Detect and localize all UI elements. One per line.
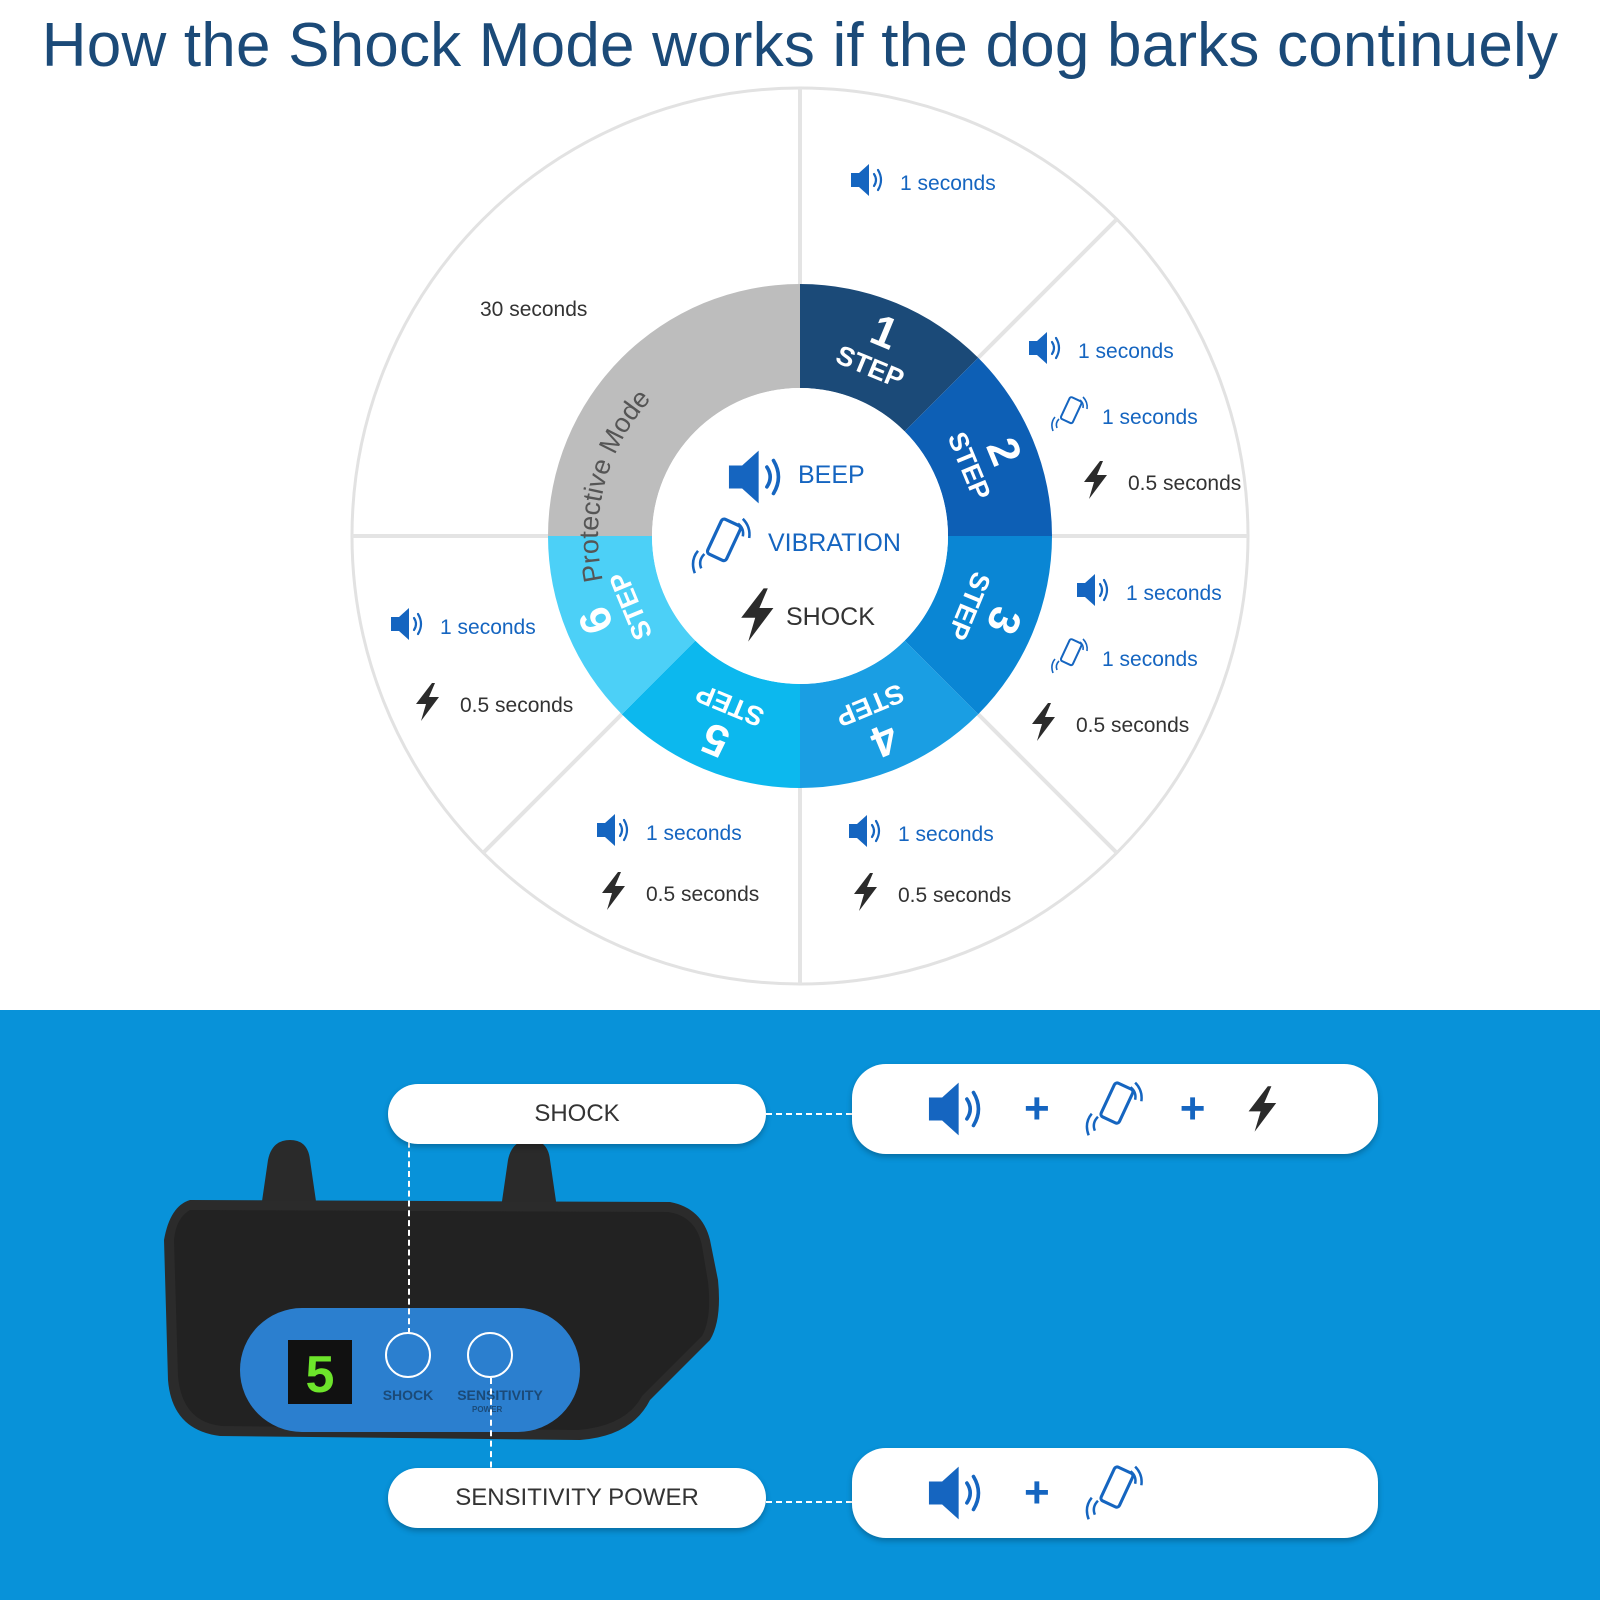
device-shock-label: SHOCK: [383, 1387, 434, 1403]
sensitivity-mode-label: SENSITIVITY POWER: [388, 1468, 766, 1528]
page-title: How the Shock Mode works if the dog bark…: [41, 11, 1559, 80]
speaker-icon: [927, 1464, 981, 1522]
step-6-segment: [548, 536, 696, 715]
step3-detail-text: 1 seconds: [1102, 648, 1198, 671]
step2-detail-text: 0.5 seconds: [1128, 472, 1241, 495]
connector-shock: [766, 1113, 852, 1115]
bottom-panel: 5 SHOCK SENSITIVITY POWER SHOCK + + SENS…: [0, 1010, 1600, 1600]
step6-detail-text: 0.5 seconds: [460, 694, 573, 717]
wheel-center: [652, 388, 948, 684]
step3-detail-text: 0.5 seconds: [1076, 714, 1189, 737]
collar-device: 5 SHOCK SENSITIVITY POWER: [164, 1140, 719, 1440]
step4-detail-text: 0.5 seconds: [898, 884, 1011, 907]
device-power-label: POWER: [472, 1405, 502, 1414]
wheel-inner-ring: 1STEP2STEP3STEP4STEP5STEP6STEPProtective…: [548, 284, 1052, 788]
device-display-digit: 5: [306, 1346, 335, 1404]
connector-sensitivity-vertical: [490, 1378, 492, 1478]
legend-vibration: VIBRATION: [768, 529, 901, 557]
speaker-icon: [927, 1080, 981, 1138]
step-wheel: 1STEP2STEP3STEP4STEP5STEP6STEPProtective…: [350, 86, 1250, 986]
connector-shock-vertical: [408, 1122, 410, 1334]
step-4-segment: [800, 640, 979, 788]
lightning-icon: [1249, 1086, 1277, 1132]
sensitivity-mode-combo: +: [852, 1448, 1378, 1538]
outer-step-details: 1 seconds 1 seconds 1 seconds 0.5 seconds 1 …: [389, 162, 1241, 911]
protective-duration: 30 seconds: [480, 298, 587, 321]
step-5-segment: [621, 640, 800, 788]
divider-line: [976, 712, 1119, 855]
step5-detail-text: 0.5 seconds: [646, 883, 759, 906]
step1-detail-text: 1 seconds: [900, 172, 996, 195]
plus-sign: +: [1179, 1084, 1206, 1133]
connector-sensitivity: [766, 1501, 852, 1503]
protective-mode-segment: [548, 284, 800, 536]
sensitivity-mode-text: SENSITIVITY POWER: [455, 1484, 699, 1511]
step-2-segment: [904, 357, 1052, 536]
divider-line: [481, 712, 624, 855]
step3-detail-text: 1 seconds: [1126, 582, 1222, 605]
step-1-segment: [800, 284, 979, 432]
vibration-icon: [1085, 1080, 1143, 1137]
shock-mode-combo: + +: [852, 1064, 1378, 1154]
step2-detail-text: 1 seconds: [1078, 340, 1174, 363]
step-3-segment: [904, 536, 1052, 715]
step5-detail-text: 1 seconds: [646, 822, 742, 845]
step6-detail-text: 1 seconds: [440, 616, 536, 639]
wheel-dividers: [352, 88, 1248, 984]
vibration-icon: [1085, 1464, 1143, 1521]
plus-sign: +: [1024, 1084, 1050, 1133]
shock-mode-text: SHOCK: [534, 1100, 620, 1127]
divider-line: [976, 217, 1119, 360]
step2-detail-text: 1 seconds: [1102, 406, 1198, 429]
device-display: [288, 1340, 352, 1404]
legend-shock: SHOCK: [786, 603, 875, 631]
shock-mode-label: SHOCK: [388, 1084, 766, 1144]
device-sensitivity-button[interactable]: [467, 1332, 513, 1378]
plus-sign: +: [1024, 1468, 1050, 1517]
device-sensitivity-label: SENSITIVITY: [457, 1387, 543, 1403]
step4-detail-text: 1 seconds: [898, 823, 994, 846]
legend-beep: BEEP: [798, 461, 865, 489]
device-shock-button[interactable]: [385, 1332, 431, 1378]
